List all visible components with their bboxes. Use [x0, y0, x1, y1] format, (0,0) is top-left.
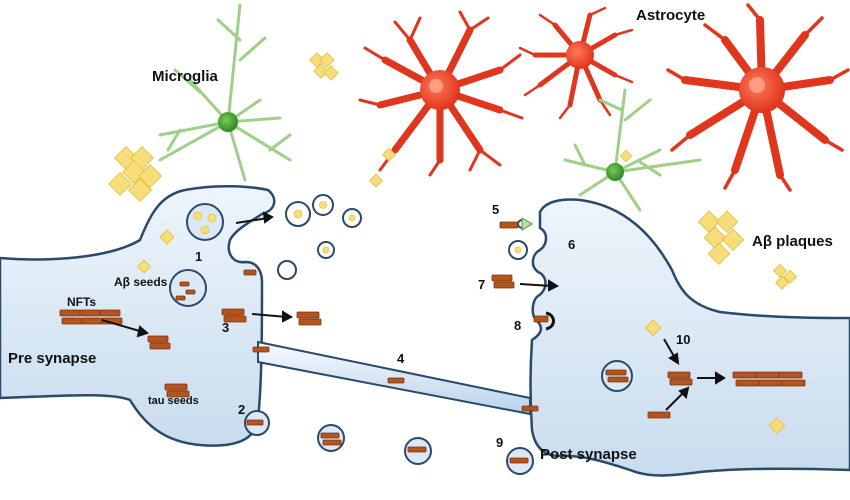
abeta-plaque-cluster-top: [310, 53, 338, 80]
step-4-label: 4: [397, 352, 404, 365]
abeta-plaques-label: Aβ plaques: [752, 234, 833, 249]
step-1-label: 1: [195, 250, 202, 263]
pre-synapse-label: Pre synapse: [8, 351, 96, 366]
astrocyte-label: Astrocyte: [636, 8, 705, 23]
astrocyte-large-1: [360, 12, 522, 175]
step-2-label: 2: [238, 403, 245, 416]
step-5-label: 5: [492, 203, 499, 216]
step-7-label: 7: [478, 278, 485, 291]
step-10-label: 10: [676, 333, 690, 346]
receptor-5: [522, 218, 532, 230]
post-synapse-label: Post synapse: [540, 447, 637, 462]
step-8-label: 8: [514, 319, 521, 332]
nfts-label: NFTs: [67, 296, 96, 308]
tau-seeds-label: tau seeds: [148, 396, 199, 407]
abeta-plaque-cluster-left: [109, 147, 162, 202]
abeta-seed-vesicle: [170, 270, 206, 306]
astrocyte-large-2: [668, 5, 848, 190]
microglia-cell-1: [160, 5, 290, 180]
step-6-label: 6: [568, 238, 575, 251]
microglia-label: Microglia: [152, 69, 218, 84]
abeta-seeds-label: Aβ seeds: [114, 276, 167, 288]
abeta-plaque-cluster-right: [698, 211, 743, 264]
astrocyte-small: [520, 8, 632, 118]
step-3-label: 3: [222, 321, 229, 334]
step-9-label: 9: [496, 436, 503, 449]
microglia-cell-2: [565, 90, 700, 210]
